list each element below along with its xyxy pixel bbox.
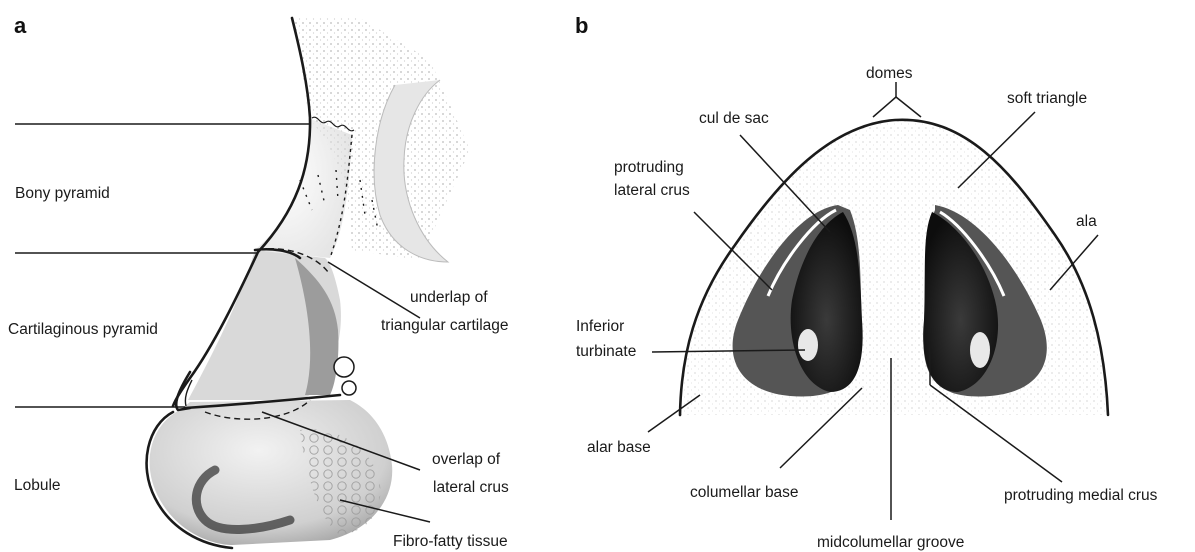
lobule-region bbox=[150, 400, 393, 545]
label-protruding-medial-crus: protruding medial crus bbox=[1004, 487, 1158, 504]
label-ala: ala bbox=[1076, 213, 1097, 230]
panel-a: a bbox=[8, 13, 509, 550]
panel-b: b bbox=[575, 13, 1158, 551]
label-bony-pyramid: Bony pyramid bbox=[15, 185, 110, 202]
label-inferior-turbinate-1: Inferior bbox=[576, 318, 624, 335]
label-protruding-lateral-1: protruding bbox=[614, 159, 684, 176]
label-cartilaginous-pyramid: Cartilaginous pyramid bbox=[8, 321, 158, 338]
label-alar-base: alar base bbox=[587, 439, 651, 456]
label-columellar-base: columellar base bbox=[690, 484, 799, 501]
label-fibro-fatty: Fibro-fatty tissue bbox=[393, 533, 508, 550]
panel-b-letter: b bbox=[575, 13, 588, 38]
label-cul-de-sac: cul de sac bbox=[699, 110, 769, 127]
label-domes: domes bbox=[866, 65, 913, 82]
label-protruding-lateral-2: lateral crus bbox=[614, 182, 690, 199]
label-soft-triangle: soft triangle bbox=[1007, 90, 1087, 107]
cartilaginous-region bbox=[188, 249, 356, 400]
label-overlap-1: overlap of bbox=[432, 451, 501, 468]
domes-bracket bbox=[873, 82, 921, 117]
panel-a-letter: a bbox=[14, 13, 27, 38]
label-underlap-2: triangular cartilage bbox=[381, 317, 509, 334]
label-midcolumellar-groove: midcolumellar groove bbox=[817, 534, 964, 551]
leader-underlap bbox=[328, 262, 420, 318]
label-overlap-2: lateral crus bbox=[433, 479, 509, 496]
label-underlap-1: underlap of bbox=[410, 289, 488, 306]
label-lobule: Lobule bbox=[14, 477, 61, 494]
label-inferior-turbinate-2: turbinate bbox=[576, 343, 636, 360]
